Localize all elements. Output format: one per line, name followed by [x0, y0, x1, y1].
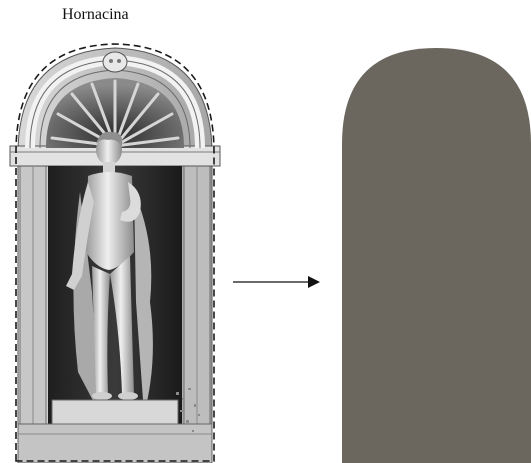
- keystone-ornament: [103, 52, 127, 72]
- silhouette-shape: [342, 48, 531, 463]
- arrow-head: [308, 276, 320, 288]
- caption: Hornacina: [62, 6, 182, 24]
- niche-statue-photo: [8, 42, 222, 463]
- base-step: [18, 424, 212, 463]
- arrow: [230, 272, 322, 292]
- niche-silhouette: [342, 48, 531, 463]
- pedestal: [52, 400, 178, 424]
